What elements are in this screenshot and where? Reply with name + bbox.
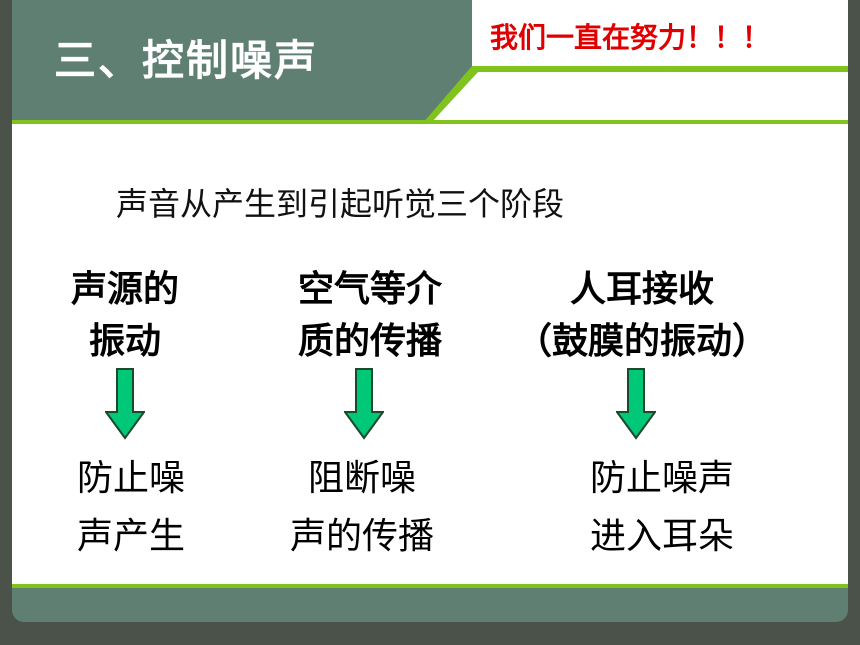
measure-prevent-generation: 防止噪 声产生 [46,450,216,566]
header-accent-line [12,120,848,124]
motto-text: 我们一直在努力！！！ [490,21,771,54]
stage-line: 声源的 [70,269,179,310]
content-area [12,124,848,584]
down-arrow-icon [616,368,656,440]
stage-line: 空气等介 [297,269,442,310]
stage-line: 质的传播 [297,321,442,362]
stage-line: 人耳接收 [569,269,714,310]
measure-line: 声的传播 [289,516,434,557]
footer-accent-line [12,584,848,588]
down-arrow-icon [344,368,384,440]
intro-text: 声音从产生到引起听觉三个阶段 [116,185,565,223]
stage-line: （鼓膜的振动） [515,321,768,362]
page-title: 三、控制噪声 [54,36,319,85]
stage-source-vibration: 声源的 振动 [40,264,210,368]
measure-line: 防止噪声 [589,458,734,499]
down-arrow-icon [105,368,145,440]
stage-line: 振动 [88,321,161,362]
measure-line: 进入耳朵 [589,516,734,557]
stage-ear-reception: 人耳接收 （鼓膜的振动） [492,264,792,368]
slide [12,0,848,622]
motto-area [472,0,848,66]
measure-line: 阻断噪 [307,458,416,499]
stage-medium-propagation: 空气等介 质的传播 [270,264,470,368]
header-accent-wedge [422,66,848,124]
measure-block-propagation: 阻断噪 声的传播 [262,450,462,566]
measure-prevent-entering-ear: 防止噪声 进入耳朵 [562,450,762,566]
measure-line: 声产生 [76,516,185,557]
measure-line: 防止噪 [76,458,185,499]
